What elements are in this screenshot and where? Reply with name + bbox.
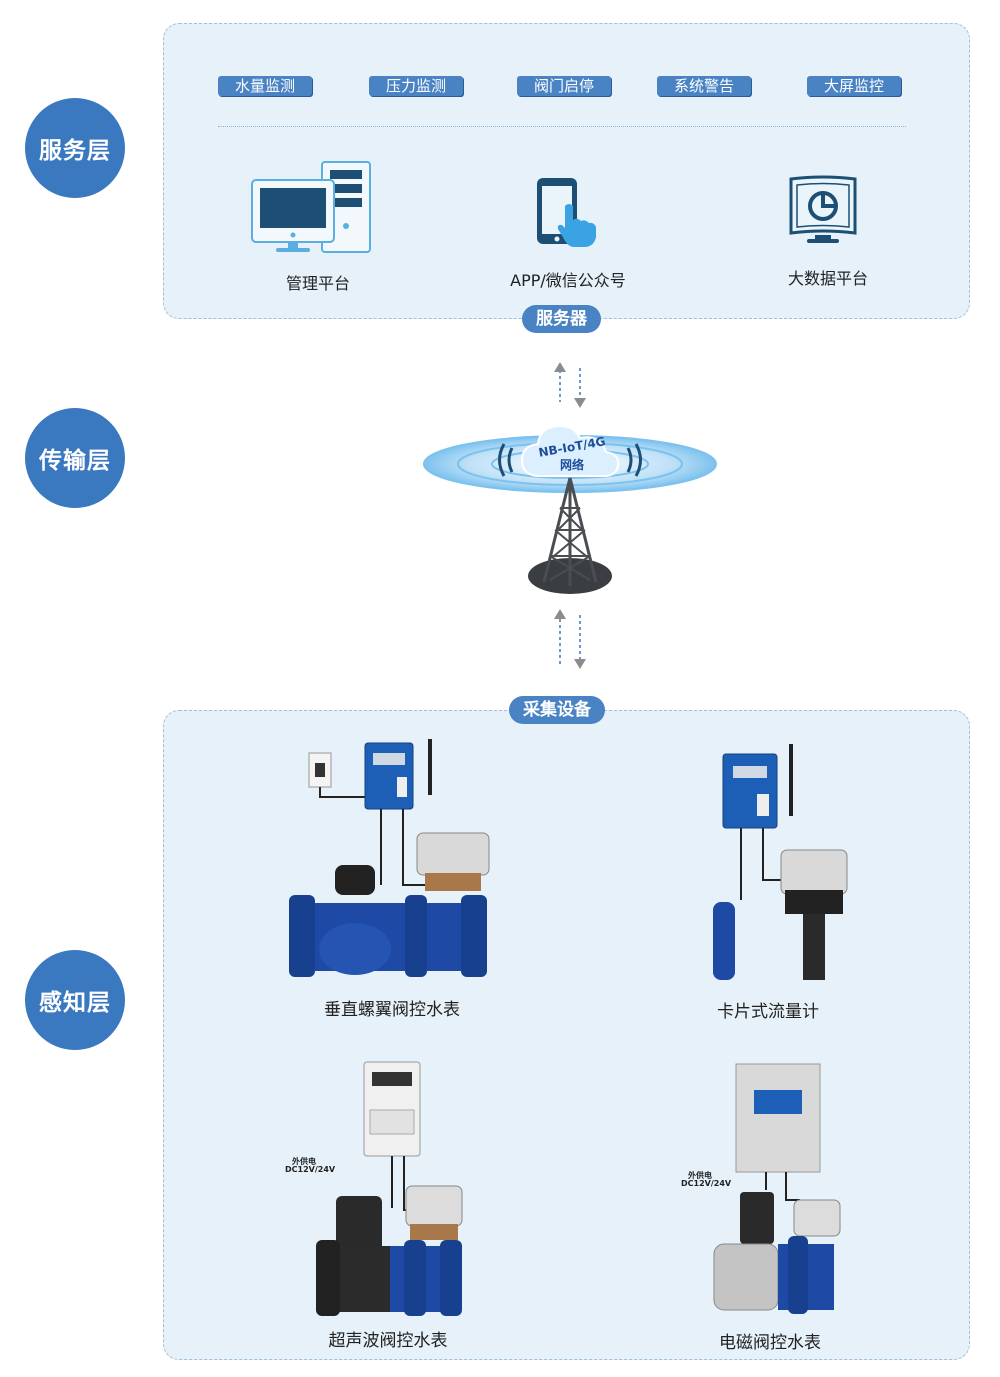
power-note-left-line2: DC12V/24V: [285, 1165, 336, 1174]
power-note-left-line1: 外供电: [292, 1157, 316, 1166]
device-ultrasonic-meter-label: 超声波阀控水表: [328, 1331, 448, 1351]
phone-touch-icon: [537, 178, 596, 247]
server-pill: 服务器: [522, 305, 601, 333]
tag-system-alarm: 系统警告: [657, 76, 751, 96]
upper-arrows: [554, 362, 586, 408]
platform-management-label: 管理平台: [285, 274, 350, 293]
service-panel: [163, 23, 970, 319]
device-electromagnetic-meter-label: 电磁阀控水表: [719, 1333, 821, 1353]
lower-arrows: [554, 609, 586, 669]
device-vertical-meter-label: 垂直螺翼阀控水表: [324, 1000, 460, 1020]
platform-bigdata-label: 大数据平台: [787, 269, 868, 288]
vertical-meter-image: [289, 739, 490, 977]
device-clamp-flowmeter-label: 卡片式流量计: [717, 1002, 819, 1022]
perception-panel: [163, 710, 970, 1360]
electromagnetic-meter-image: [713, 1063, 841, 1314]
monitor-icon: [251, 161, 371, 253]
tag-pressure-monitoring: 压力监测: [369, 76, 463, 96]
tag-valve-control: 阀门启停: [517, 76, 611, 96]
platform-app-label: APP/微信公众号: [510, 271, 626, 290]
clamp-flowmeter-image: [713, 744, 848, 980]
collection-pill: 采集设备: [509, 696, 605, 724]
layer-perception-circle: 感知层: [25, 950, 125, 1050]
ultrasonic-meter-image: [316, 1061, 463, 1316]
cloud-icon: [520, 424, 620, 477]
layer-service-circle: 服务层: [25, 98, 125, 198]
service-divider: [218, 126, 906, 127]
power-note-right-line1: 外供电: [688, 1171, 712, 1180]
power-note-right-line2: DC12V/24V: [681, 1179, 732, 1188]
chart-screen-icon: [789, 175, 857, 243]
tag-screen-monitoring: 大屏监控: [807, 76, 901, 96]
tag-water-monitoring: 水量监测: [218, 76, 312, 96]
network-label-line2: 网络: [559, 458, 584, 472]
layer-transport-circle: 传输层: [25, 408, 125, 508]
